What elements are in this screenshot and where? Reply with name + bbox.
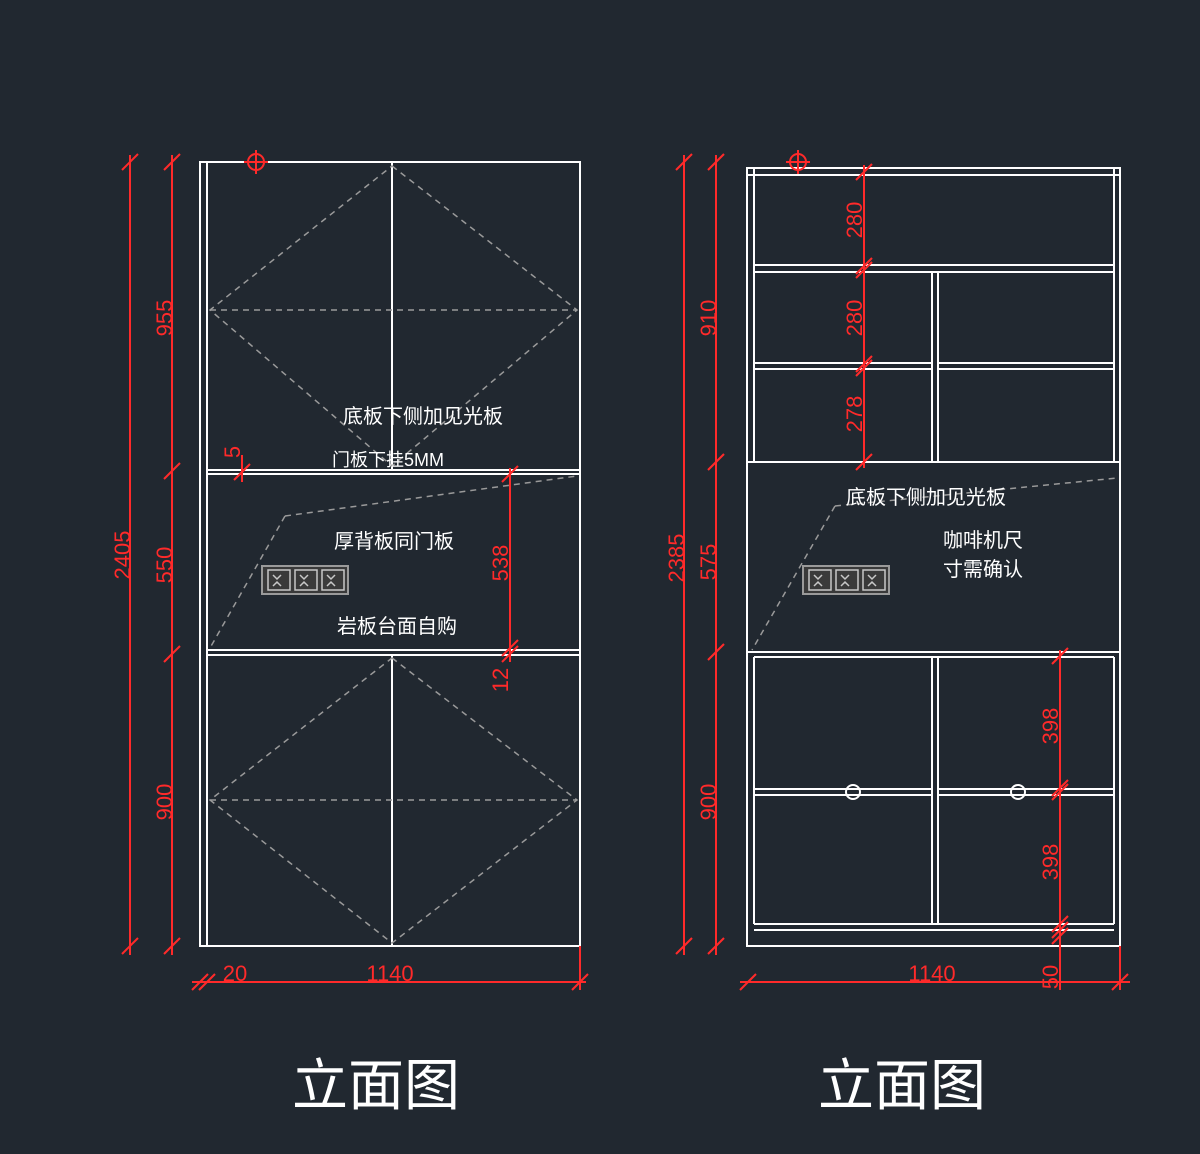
right-plinth-dim: 50: [1038, 965, 1063, 989]
left-side-gap-dim: 20: [223, 961, 247, 986]
right-total-height-dim: 2385: [664, 534, 689, 583]
right-note-light-strip: 底板下侧加见光板: [846, 485, 1006, 509]
right-upper-shelves: [747, 264, 1120, 463]
right-niche: [747, 477, 1120, 658]
right-note-coffee-line2: 寸需确认: [943, 557, 1023, 581]
left-niche: [207, 475, 580, 656]
right-lower-shelf-2-dim: 398: [1038, 844, 1063, 881]
right-crosshair-icon: [786, 150, 810, 174]
right-elevation: 2385 910 575 900 280 280 278 398 398 50 …: [664, 150, 1130, 1119]
right-note-coffee-line1: 咖啡机尺: [943, 528, 1023, 552]
left-width-dim: 1140: [366, 961, 413, 986]
left-lower-doors: [208, 655, 579, 946]
right-shelf-support-icon: [1010, 784, 1026, 800]
right-dimension-lines: [675, 153, 1130, 991]
right-width-dim: 1140: [908, 961, 955, 986]
left-title: 立面图: [292, 1054, 460, 1119]
left-power-socket: [261, 565, 349, 595]
left-elevation: 2405 955 550 900 5 538 12 20 1140 底板下侧加见…: [110, 150, 589, 1119]
left-cabinet-outline: [199, 161, 581, 947]
left-dimension-lines: [121, 153, 589, 991]
left-upper-doors: [207, 162, 580, 475]
right-lower-shelf-1-dim: 398: [1038, 708, 1063, 745]
left-note-light-strip: 底板下侧加见光板: [343, 404, 503, 428]
left-note-back-panel: 厚背板同门板: [334, 529, 454, 553]
right-upper-height-dim: 910: [696, 300, 721, 337]
left-upper-height-dim: 955: [152, 300, 177, 337]
right-lower-height-dim: 900: [696, 784, 721, 821]
left-counter-thickness-dim: 12: [488, 668, 513, 692]
right-power-socket: [802, 565, 890, 595]
left-total-height-dim: 2405: [110, 531, 135, 580]
right-shelf-1-dim: 280: [842, 202, 867, 239]
right-shelf-2-dim: 280: [842, 300, 867, 337]
left-middle-height-dim: 550: [152, 547, 177, 584]
left-crosshair-icon: [244, 150, 268, 174]
left-note-door-hang: 门板下挂5MM: [332, 450, 444, 470]
left-lower-height-dim: 900: [152, 784, 177, 821]
right-title: 立面图: [818, 1054, 986, 1119]
left-note-countertop: 岩板台面自购: [337, 614, 457, 638]
right-shelf-3-dim: 278: [842, 396, 867, 433]
left-niche-height-dim: 538: [488, 545, 513, 582]
left-door-drop-dim: 5: [220, 446, 245, 458]
right-shelf-support-icon: [845, 784, 861, 800]
right-cabinet-outline: [746, 167, 1121, 947]
right-middle-height-dim: 575: [696, 544, 721, 581]
